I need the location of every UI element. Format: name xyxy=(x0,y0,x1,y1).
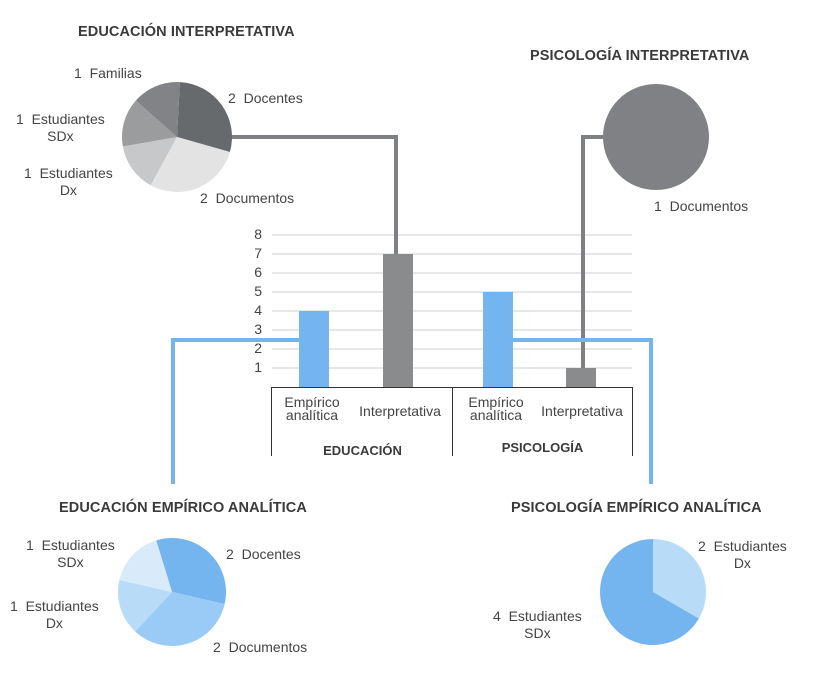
bar xyxy=(383,254,413,387)
bar xyxy=(566,368,596,387)
connector-lines xyxy=(171,135,653,484)
pie-educacion-interpretativa xyxy=(122,82,232,192)
y-tick-label: 6 xyxy=(254,264,262,280)
title-psicologia-empirico-analitica: PSICOLOGÍA EMPÍRICO ANALÍTICA xyxy=(511,500,762,516)
pie-slice xyxy=(603,84,709,190)
pie-slice xyxy=(135,592,225,646)
connector-edu-empirico xyxy=(171,338,300,484)
pie-slice xyxy=(122,137,177,186)
bar-chart-bars xyxy=(299,254,596,387)
bar xyxy=(299,311,329,387)
pie-label-docentes: 2 Docentes xyxy=(228,90,303,106)
pie-slice xyxy=(118,579,172,632)
pie-label-documentos: 2 Documentos xyxy=(200,190,295,206)
pie-slice xyxy=(122,100,177,147)
pie-label-familias: 1 Familias xyxy=(74,65,142,81)
pie-label-docentes: 2 Docentes xyxy=(226,546,301,562)
pie-slice xyxy=(119,540,172,592)
pie-slice xyxy=(599,539,699,645)
pie-slice xyxy=(150,137,230,192)
connector-edu-interpretativa xyxy=(228,135,398,254)
y-tick-label: 1 xyxy=(254,359,262,375)
y-tick-label: 8 xyxy=(254,226,262,242)
connector-psi-interpretativa xyxy=(581,135,604,368)
y-tick-label: 2 xyxy=(254,340,262,356)
pie-educacion-empirico-analitica xyxy=(118,538,226,646)
pie-slice xyxy=(135,82,180,137)
pie-label-documentos: 1 Documentos xyxy=(654,198,749,214)
pie-label-documentos: 2 Documentos xyxy=(213,639,308,655)
bar-chart-axes xyxy=(271,387,633,456)
title-psicologia-interpretativa: PSICOLOGÍA INTERPRETATIVA xyxy=(530,48,750,64)
pie-slice xyxy=(653,539,706,619)
x-group-label-educacion: EDUCACIÓN xyxy=(323,443,402,458)
pie-psicologia-interpretativa xyxy=(603,84,709,190)
x-category-label: Interpretativa xyxy=(541,403,623,419)
pie-slice xyxy=(156,538,226,605)
x-group-label-psicologia: PSICOLOGÍA xyxy=(501,440,584,455)
title-educacion-interpretativa: EDUCACIÓN INTERPRETATIVA xyxy=(78,24,295,40)
bar xyxy=(483,292,513,387)
x-category-label: Interpretativa xyxy=(359,403,441,419)
pie-slice xyxy=(177,82,232,153)
pie-psicologia-empirico-analitica xyxy=(599,539,706,645)
y-tick-label: 5 xyxy=(254,283,262,299)
connector-psi-empirico xyxy=(512,338,653,484)
y-tick-label: 4 xyxy=(254,302,262,318)
bar-chart-gridlines xyxy=(272,234,632,369)
y-tick-label: 7 xyxy=(254,245,262,261)
title-educacion-empirico-analitica: EDUCACIÓN EMPÍRICO ANALÍTICA xyxy=(59,500,307,516)
y-tick-label: 3 xyxy=(254,321,262,337)
